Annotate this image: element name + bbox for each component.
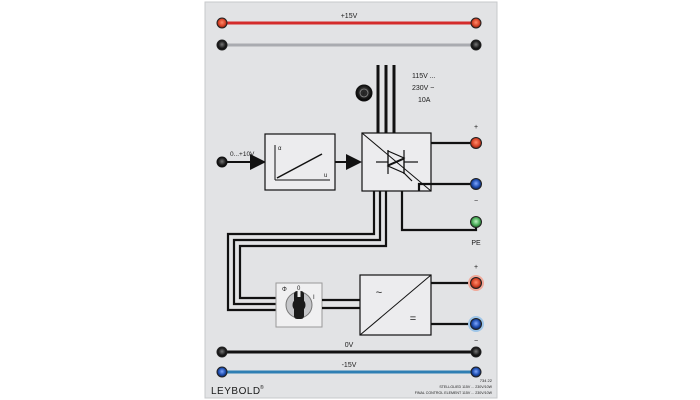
input-socket[interactable] <box>216 156 228 168</box>
controller-axis-y: α <box>278 146 282 152</box>
socket-0v-left[interactable] <box>216 346 228 358</box>
socket-minus15v-right[interactable] <box>470 366 482 378</box>
selector-switch[interactable] <box>275 282 323 328</box>
ac-dc-converter-block: ~ = <box>359 274 432 336</box>
module-name-en: FINAL CONTROL ELEMENT 115V ... 230V/10W <box>415 391 493 395</box>
input-label: 0...+10V <box>230 151 255 158</box>
dc-out-minus-label: − <box>474 338 478 345</box>
control-wires <box>226 191 388 312</box>
socket-grey-left[interactable] <box>216 39 228 51</box>
switch-pos-mid: 0 <box>297 286 301 292</box>
switch-pos-left: Φ <box>282 287 287 293</box>
triac-block <box>361 132 432 192</box>
rail-minus15v-label: -15V <box>342 362 357 369</box>
socket-ac-out-minus[interactable] <box>470 178 482 190</box>
supply-rating-line1: 115V ... <box>412 73 436 80</box>
converter-ac-symbol: ~ <box>376 287 382 299</box>
module-number: 734 22 <box>480 378 493 383</box>
socket-plus15v-right[interactable] <box>470 17 482 29</box>
socket-grey-right[interactable] <box>470 39 482 51</box>
supply-lines <box>376 65 396 133</box>
ac-out-minus-label: − <box>474 198 478 205</box>
supply-rating-line2: 230V ~ <box>412 85 434 92</box>
rail-0v-label: 0V <box>345 342 354 349</box>
fuse-holder[interactable]: F <box>355 84 373 102</box>
supply-rating-line3: 10A <box>418 97 431 104</box>
socket-dc-out-minus[interactable] <box>470 318 482 330</box>
socket-minus15v-left[interactable] <box>216 366 228 378</box>
triac-out-minus-wire <box>417 182 470 191</box>
switch-pos-right: I <box>313 295 315 301</box>
rail-sockets <box>216 17 482 378</box>
socket-ac-out-plus[interactable] <box>470 137 482 149</box>
dc-out-plus-label: + <box>474 264 478 271</box>
pe-label: PE <box>471 240 481 247</box>
socket-dc-out-plus[interactable] <box>470 277 482 289</box>
module-name-de: STELLGLIED 115V ... 230V/10W <box>439 385 492 389</box>
brand-name: LEYBOLD <box>211 386 261 397</box>
controller-block: α u <box>264 133 336 191</box>
ac-out-plus-label: + <box>474 124 478 131</box>
switch-to-converter-wires <box>322 298 360 310</box>
svg-text:F: F <box>363 91 366 96</box>
socket-pe[interactable] <box>470 216 482 228</box>
brand-mark: ® <box>260 384 264 391</box>
socket-plus15v-left[interactable] <box>216 17 228 29</box>
panel-plate <box>204 1 498 399</box>
converter-dc-symbol: = <box>410 313 416 325</box>
controller-axis-x: u <box>324 173 327 179</box>
socket-0v-right[interactable] <box>470 346 482 358</box>
rail-plus15v-label: +15V <box>341 13 358 20</box>
